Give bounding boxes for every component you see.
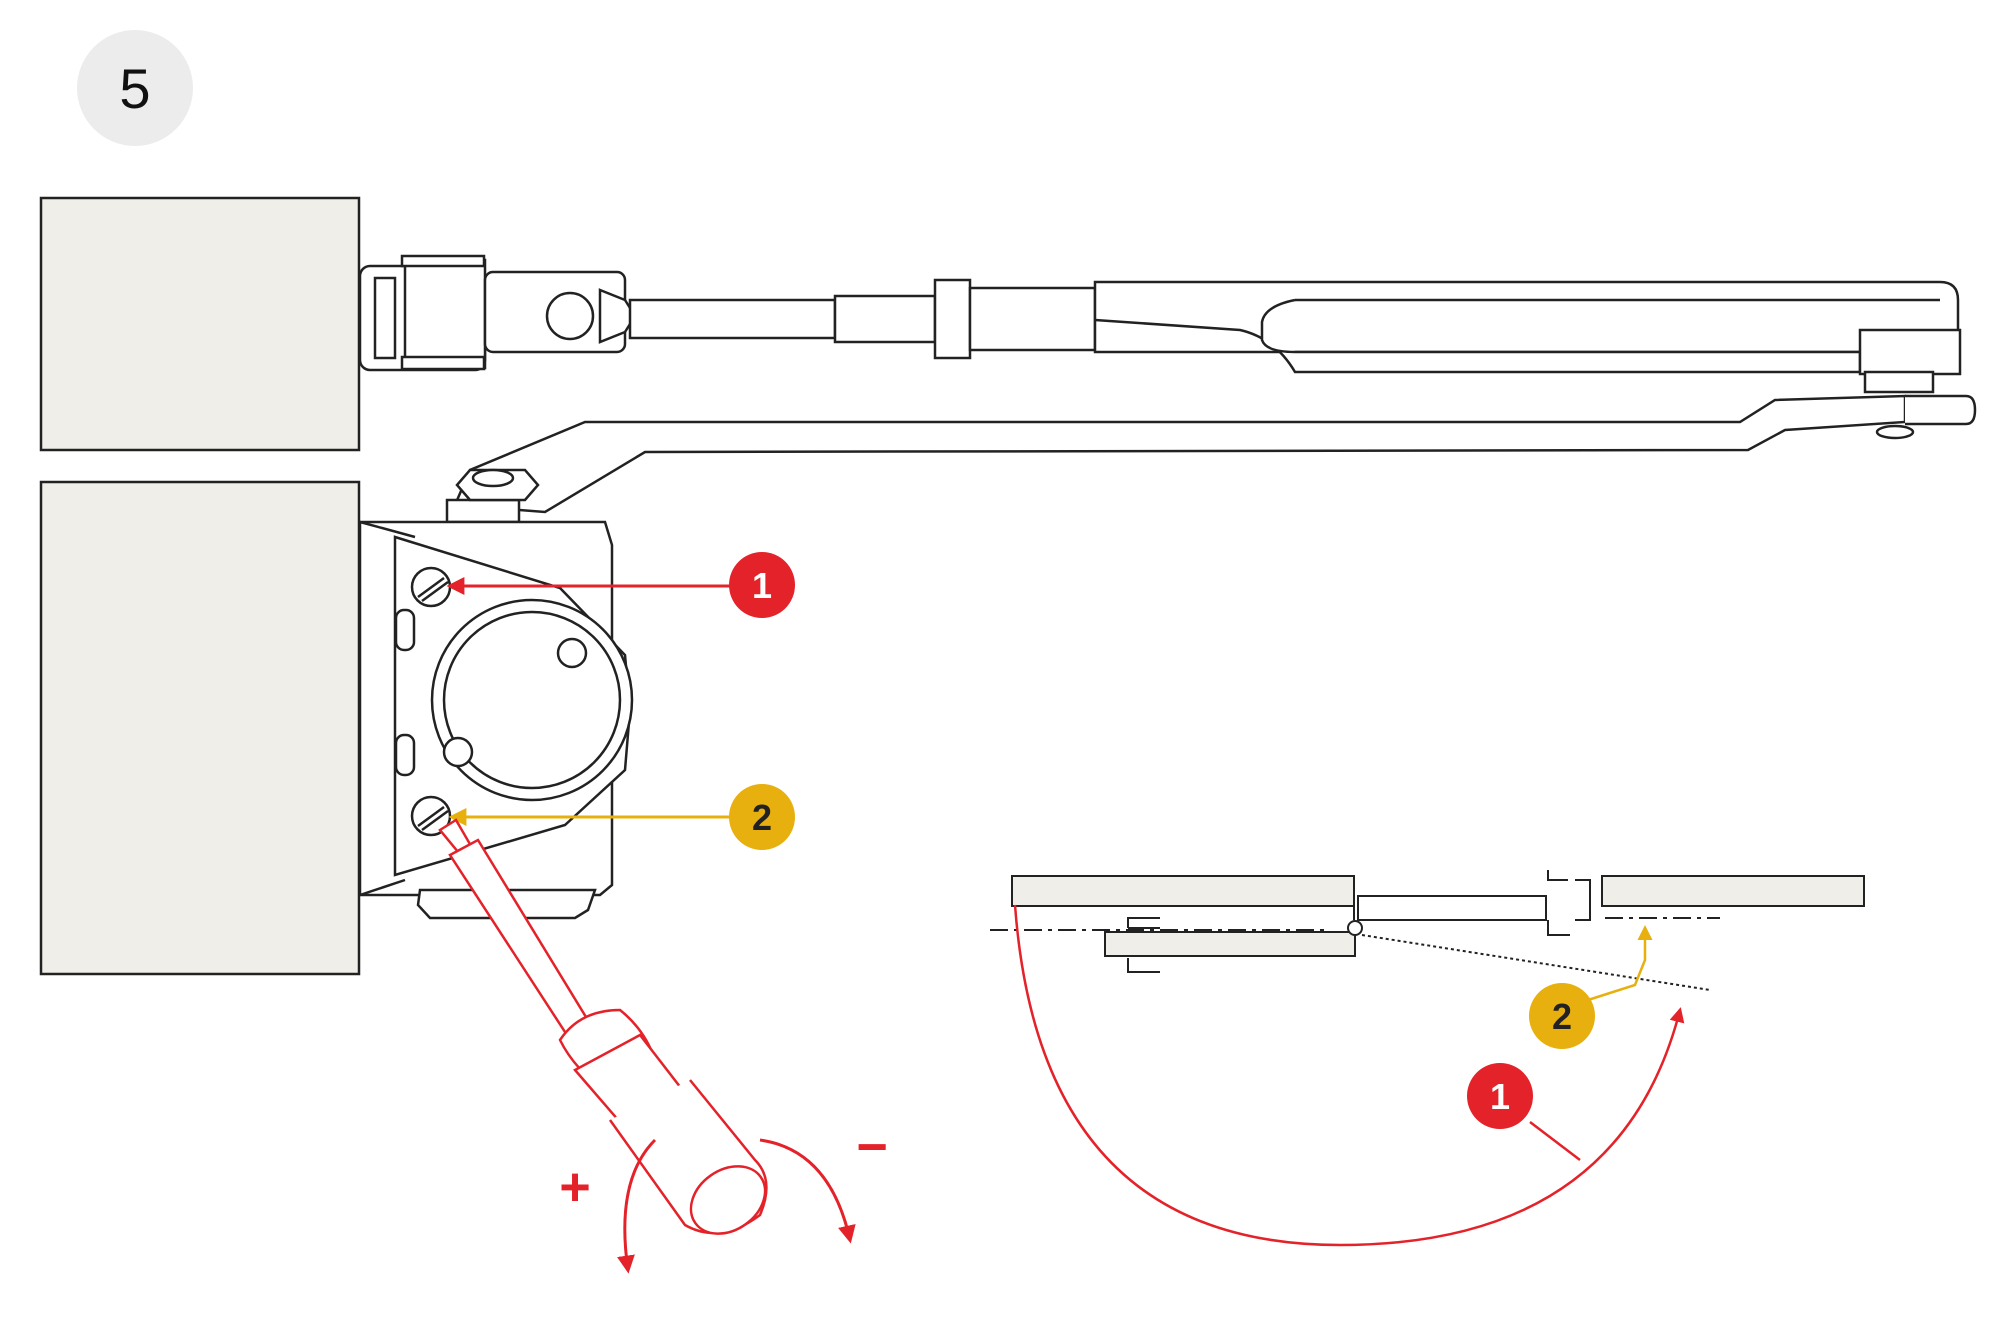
closing-speed-arc — [1013, 904, 1685, 1247]
connecting-arm — [453, 394, 1977, 514]
arc-callout-1-leader — [1529, 1121, 1581, 1161]
arc-callout-2-circle — [1529, 983, 1595, 1049]
bolt — [445, 468, 540, 524]
main-arm — [358, 254, 1962, 394]
minus-sign: − — [856, 1117, 888, 1177]
door-plan-view — [1011, 875, 1865, 957]
arc-callout-2-label: 2 — [1552, 996, 1572, 1037]
latch-speed-arrow — [1587, 925, 1653, 1002]
callout-2-circle — [729, 784, 795, 850]
latch-angle-line — [1361, 934, 1711, 991]
arc-callout-1-circle — [1467, 1063, 1533, 1129]
callout-2-label: 2 — [752, 797, 772, 838]
callout-1-label: 1 — [752, 565, 772, 606]
frame-block — [39, 196, 361, 452]
door-plan-brackets — [1127, 870, 1591, 973]
rotate-plus-arrow — [617, 1138, 657, 1274]
step-number-badge: 5 — [77, 30, 193, 146]
door-block — [39, 480, 361, 976]
rotate-minus-arrow — [759, 1138, 856, 1244]
step-number: 5 — [119, 56, 151, 120]
plus-sign: + — [559, 1157, 591, 1217]
closer-body — [358, 520, 634, 920]
arc-callout-1-label: 1 — [1490, 1076, 1510, 1117]
callout-1-circle — [729, 552, 795, 618]
screwdriver-icon — [438, 818, 768, 1235]
